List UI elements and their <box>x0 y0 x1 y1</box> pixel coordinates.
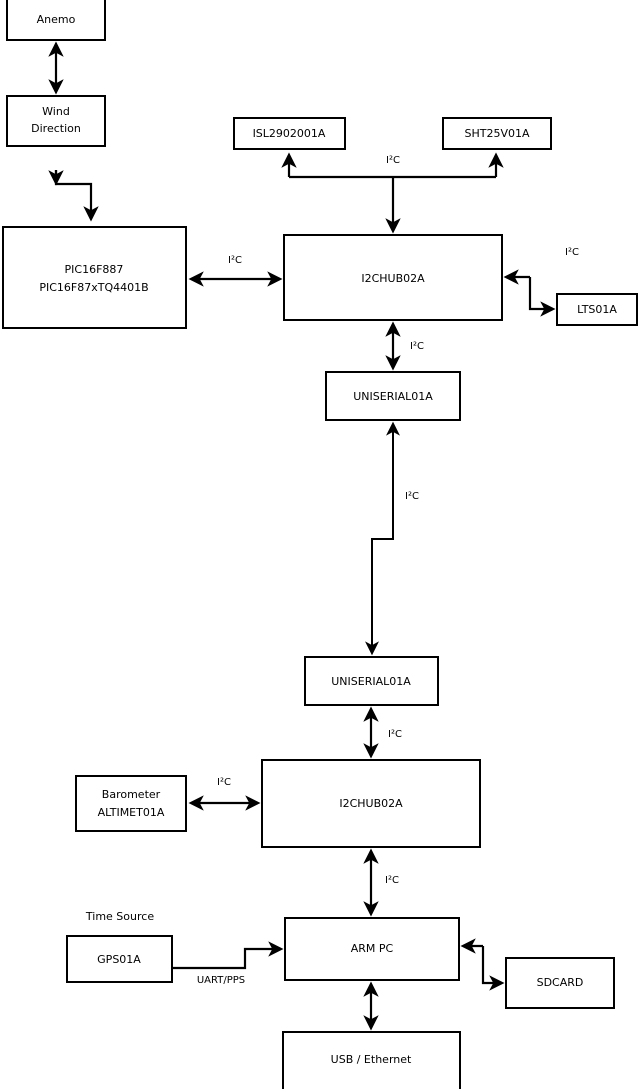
conn-arm-sdcard-out <box>481 946 505 991</box>
node-wind-direction-box[interactable] <box>6 95 106 147</box>
node-pic-mcu-box[interactable] <box>2 226 187 329</box>
node-gps01a-box[interactable] <box>66 935 173 983</box>
connections-layer <box>48 41 556 1031</box>
conn-pic-wind-path <box>54 170 99 222</box>
conn-uni1-uni2 <box>365 421 400 656</box>
edge-label-gps-arm: UART/PPS <box>197 975 245 986</box>
node-sht25v01a[interactable]: SHT25V01A <box>442 117 552 150</box>
node-gps01a-label: GPS01A <box>97 953 141 966</box>
node-sdcard[interactable]: SDCARD <box>505 957 615 1009</box>
node-sht25v01a-box[interactable] <box>442 117 552 150</box>
free-labels-layer: Time Source <box>85 910 154 923</box>
conn-arm-sdcard <box>460 938 505 991</box>
node-uniserial01a-upper[interactable]: UNISERIAL01A <box>325 371 461 421</box>
node-lts01a-label: LTS01A <box>577 303 617 316</box>
edge-label-uni2-hub2: I²C <box>388 729 402 740</box>
node-anemo[interactable]: Anemo <box>6 0 106 41</box>
conn-pic-wind <box>48 170 99 222</box>
node-i2chub02a-lower-label: I2CHUB02A <box>339 797 403 810</box>
conn-gps-arm <box>172 941 284 970</box>
edge-labels-layer: I²C I²C I²C I²C I²C I²C I²C I²C UART/PPS <box>197 155 579 986</box>
node-uniserial01a-lower-box[interactable] <box>304 656 439 706</box>
conn-gps-arm-path <box>172 941 284 970</box>
node-uniserial01a-upper-box[interactable] <box>325 371 461 421</box>
conn-uni1-uni2-down <box>365 538 393 656</box>
node-i2chub02a-upper-box[interactable] <box>283 234 503 321</box>
node-usb-ethernet[interactable]: USB / Ethernet <box>282 1031 461 1089</box>
node-i2chub02a-lower-box[interactable] <box>261 759 481 848</box>
node-sdcard-label: SDCARD <box>537 976 584 989</box>
node-usb-ethernet-label: USB / Ethernet <box>331 1053 412 1066</box>
edge-label-hub2-arm: I²C <box>385 875 399 886</box>
node-wind-direction[interactable]: Wind Direction <box>6 95 106 147</box>
node-anemo-label: Anemo <box>37 13 76 26</box>
edge-label-baro-hub2: I²C <box>217 777 231 788</box>
node-pic-mcu-label-line2: PIC16F87xTQ4401B <box>39 281 148 294</box>
label-time-source: Time Source <box>85 910 154 923</box>
edge-label-top-bus: I²C <box>386 155 400 166</box>
node-anemo-box[interactable] <box>6 0 106 41</box>
node-usb-ethernet-box[interactable] <box>282 1031 461 1089</box>
node-uniserial01a-upper-label: UNISERIAL01A <box>353 390 433 403</box>
node-i2chub02a-lower[interactable]: I2CHUB02A <box>261 759 481 848</box>
edge-label-hub1-lts: I²C <box>565 247 579 258</box>
edge-label-hub1-uni1: I²C <box>410 341 424 352</box>
node-i2chub02a-upper[interactable]: I2CHUB02A <box>283 234 503 321</box>
node-barometer[interactable]: Barometer ALTIMET01A <box>75 775 187 832</box>
node-arm-pc[interactable]: ARM PC <box>284 917 460 981</box>
node-wind-direction-label-line1: Wind <box>42 105 70 118</box>
node-lts01a[interactable]: LTS01A <box>556 293 638 326</box>
node-sdcard-box[interactable] <box>505 957 615 1009</box>
node-barometer-label-line1: Barometer <box>102 788 161 801</box>
node-pic-mcu[interactable]: PIC16F887 PIC16F87xTQ4401B <box>2 226 187 329</box>
edge-label-pic-hub1: I²C <box>228 255 242 266</box>
node-i2chub02a-upper-label: I2CHUB02A <box>361 272 425 285</box>
node-arm-pc-box[interactable] <box>284 917 460 981</box>
node-uniserial01a-lower-label: UNISERIAL01A <box>331 675 411 688</box>
node-wind-direction-label-line2: Direction <box>31 122 81 135</box>
node-pic-mcu-label-line1: PIC16F887 <box>65 263 124 276</box>
node-isl2902001a-box[interactable] <box>233 117 346 150</box>
conn-hub1-lts-out <box>528 277 556 317</box>
node-barometer-box[interactable] <box>75 775 187 832</box>
node-lts01a-box[interactable] <box>556 293 638 326</box>
node-uniserial01a-lower[interactable]: UNISERIAL01A <box>304 656 439 706</box>
conn-hub1-topbus <box>281 152 504 234</box>
node-isl2902001a[interactable]: ISL2902001A <box>233 117 346 150</box>
node-sht25v01a-label: SHT25V01A <box>464 127 529 140</box>
node-gps01a[interactable]: GPS01A <box>66 935 173 983</box>
edge-label-uni-uni: I²C <box>405 491 419 502</box>
node-isl2902001a-label: ISL2902001A <box>253 127 326 140</box>
node-barometer-label-line2: ALTIMET01A <box>98 806 165 819</box>
conn-hub1-lts <box>503 269 556 317</box>
node-arm-pc-label: ARM PC <box>351 942 394 955</box>
